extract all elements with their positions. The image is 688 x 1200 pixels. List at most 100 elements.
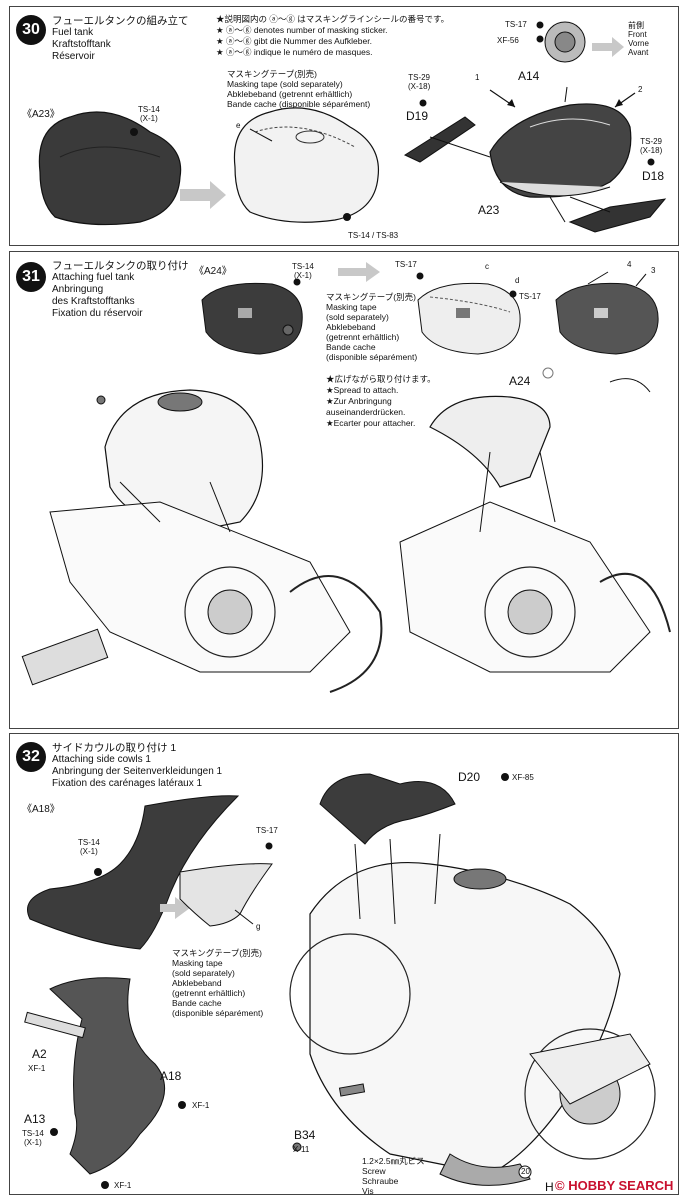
paint-code: TS-14 (X-1) <box>292 262 314 280</box>
paint-code: TS-29 (X-18) <box>640 137 662 155</box>
paint-code: XF-1 <box>114 1181 132 1190</box>
step-number-badge: 31 <box>16 262 46 292</box>
step-32-illustrations <box>24 773 656 1189</box>
spread-note: ★広げながら取り付けます。 ★Spread to attach. ★Zur An… <box>326 374 436 429</box>
mask-label-e: e <box>236 121 241 130</box>
screw-line: Schraube <box>362 1176 399 1186</box>
tape-line: Abklebeband <box>172 978 222 988</box>
paint-code: XF-56 <box>497 36 519 45</box>
title-jp: サイドカウルの取り付け 1 <box>52 742 177 754</box>
tape-line: マスキングテープ(別売) <box>326 292 416 302</box>
title-en: Attaching side cowls 1 <box>52 754 151 765</box>
paint-sub: (X-18) <box>640 146 663 155</box>
paint-code: TS-14 (X-1) <box>22 1129 44 1147</box>
paint-name: TS-29 <box>408 73 431 82</box>
paint-code: TS-29 (X-18) <box>408 73 430 91</box>
step-30-panel: 30 フューエルタンクの組み立て Fuel tank Kraftstofftan… <box>9 6 679 246</box>
step-32-panel: 32 サイドカウルの取り付け 1 Attaching side cowls 1 … <box>9 733 679 1196</box>
part-label: D18 <box>642 169 665 183</box>
part-label: A13 <box>24 1112 46 1126</box>
front-line: Front <box>628 30 647 39</box>
screw-note: 1.2×2.5㎜丸ビス Screw Schraube Vis <box>362 1156 425 1196</box>
title-de: Kraftstofftank <box>52 39 111 50</box>
paint-sub: (X-1) <box>140 114 158 123</box>
masking-tape-note: マスキングテープ(別売) Masking tape (sold separate… <box>227 69 370 109</box>
paint-code: TS-17 <box>395 260 417 269</box>
step-order-3: 3 <box>651 266 656 275</box>
front-line: Avant <box>628 48 649 57</box>
paint-sub: (X-1) <box>80 847 98 856</box>
step-title: フューエルタンクの取り付け Attaching fuel tank Anbrin… <box>52 260 189 320</box>
step-title: サイドカウルの取り付け 1 Attaching side cowls 1 Anb… <box>52 742 222 790</box>
part-label: A2 <box>32 1047 47 1061</box>
note-line: auseinanderdrücken. <box>326 407 406 417</box>
note-line: ★説明図内の ⓐ～ⓖ はマスキングラインシールの番号です。 <box>216 14 450 24</box>
part-label: D19 <box>406 109 429 123</box>
note-line: ★Spread to attach. <box>326 385 399 395</box>
paint-name: TS-29 <box>640 137 663 146</box>
step-30-illustrations <box>38 21 667 233</box>
note-line: ★ ⓐ～ⓖ gibt die Nummer des Aufkleber. <box>216 36 372 46</box>
title-fr: Fixation du réservoir <box>52 308 143 319</box>
paint-code: XF-85 <box>512 773 534 782</box>
tape-line: (getrennt erhältlich) <box>172 988 246 998</box>
tape-line: Masking tape <box>172 958 223 968</box>
mask-label-c: c <box>485 262 489 271</box>
tape-line: Bande cache (disponible séparément) <box>227 99 371 109</box>
title-jp: フューエルタンクの取り付け <box>52 260 189 272</box>
front-direction-label: 前側 Front Vorne Avant <box>628 21 649 57</box>
part-ref: 《A24》 <box>194 266 232 277</box>
masking-notes: ★説明図内の ⓐ～ⓖ はマスキングラインシールの番号です。 ★ ⓐ～ⓖ deno… <box>216 14 449 58</box>
note-line: ★Zur Anbringung <box>326 396 392 406</box>
paint-code: TS-14 / TS-83 <box>348 231 399 240</box>
note-line: ★ ⓐ～ⓖ denotes number of masking sticker. <box>216 25 388 35</box>
screw-line: Screw <box>362 1166 386 1176</box>
step-31-panel: 31 フューエルタンクの取り付け Attaching fuel tank Anb… <box>9 251 679 729</box>
paint-code: TS-17 <box>256 826 278 835</box>
paint-code: XF-1 <box>192 1101 210 1110</box>
paint-code: TS-17 <box>505 20 527 29</box>
tape-line: Abklebeband <box>326 322 376 332</box>
note-line: ★広げながら取り付けます。 <box>326 374 436 384</box>
title-fr: Fixation des carénages latéraux 1 <box>52 778 203 789</box>
paint-code: TS-17 <box>519 292 541 301</box>
note-line: ★Ecarter pour attacher. <box>326 418 416 428</box>
paint-code: XF-1 <box>28 1064 46 1073</box>
tape-line: (disponible séparément) <box>172 1008 264 1018</box>
paint-name: TS-14 <box>292 262 314 271</box>
note-line: ★ ⓐ～ⓖ indique le numéro de masques. <box>216 47 373 57</box>
step-31-illustrations <box>21 262 671 693</box>
part-label: A14 <box>518 69 540 83</box>
tape-line: マスキングテープ(別売) <box>172 948 262 958</box>
tape-line: Masking tape <box>326 302 377 312</box>
paint-name: TS-14 <box>78 838 100 847</box>
tape-line: (sold separately) <box>172 968 235 978</box>
tape-line: (getrennt erhältlich) <box>326 332 400 342</box>
tape-line: Bande cache <box>326 342 376 352</box>
tape-line: (sold separately) <box>326 312 389 322</box>
tape-line: (disponible séparément) <box>326 352 418 362</box>
paint-sub: (X-1) <box>24 1138 42 1147</box>
tape-line: Bande cache <box>172 998 222 1008</box>
tape-line: マスキングテープ(別売) <box>227 69 317 79</box>
part-ref: 《A23》 <box>22 109 60 120</box>
step-order-2: 2 <box>638 85 643 94</box>
screw-line: Vis <box>362 1186 374 1196</box>
paint-sub: (X-18) <box>408 82 431 91</box>
mask-label-d: d <box>515 276 520 285</box>
step-order-4: 4 <box>627 260 632 269</box>
mask-label-g: g <box>256 922 261 931</box>
part-label: H <box>545 1180 554 1194</box>
title-de: Anbringung <box>52 284 104 295</box>
tape-line: Abklebeband (getrennt erhältlich) <box>227 89 353 99</box>
part-label: A23 <box>478 203 500 217</box>
screw-line: 1.2×2.5㎜丸ビス <box>362 1156 425 1166</box>
step-order-1: 1 <box>475 73 480 82</box>
title-de: des Kraftstofftanks <box>52 296 135 307</box>
paint-name: TS-14 <box>22 1129 44 1138</box>
paint-sub: (X-1) <box>294 271 312 280</box>
step-number-badge: 32 <box>16 742 46 772</box>
paint-code: TS-14 (X-1) <box>78 838 100 856</box>
front-line: Vorne <box>628 39 649 48</box>
